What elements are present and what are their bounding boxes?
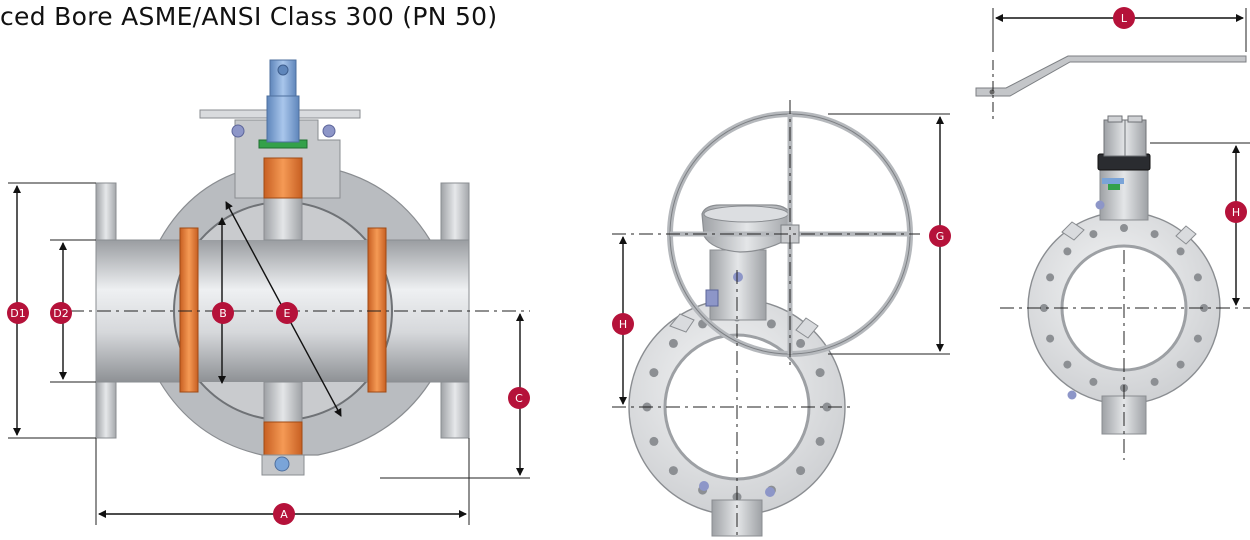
bolt-hole — [1089, 377, 1098, 386]
svg-text:E: E — [284, 307, 291, 320]
lifting-lug-right — [795, 317, 819, 339]
right-seat — [367, 227, 387, 393]
svg-text:D1: D1 — [10, 307, 25, 320]
marker-L: L — [1113, 7, 1135, 29]
svg-text:H: H — [619, 318, 627, 331]
bolt-hole — [815, 436, 825, 446]
marker-H-lever: H — [1225, 201, 1247, 223]
bolt-hole — [1176, 360, 1185, 369]
bolt-hole — [1150, 230, 1159, 239]
bolt-hole — [668, 466, 678, 476]
bottom-stem-bearing — [263, 421, 303, 457]
svg-text:L: L — [1121, 12, 1128, 25]
bolt-hole — [1040, 304, 1048, 312]
svg-text:A: A — [280, 508, 288, 521]
gear-operator-view — [612, 100, 950, 540]
lever-lug-right — [1175, 225, 1197, 245]
bottom-trunnion — [263, 381, 303, 425]
top-stem-bearing — [263, 157, 303, 199]
bolt-hole — [1150, 377, 1159, 386]
marker-C: C — [508, 387, 530, 409]
drain-plug — [274, 456, 290, 472]
marker-D1: D1 — [7, 302, 29, 324]
marker-D2: D2 — [50, 302, 72, 324]
marker-B: B — [212, 302, 234, 324]
marker-A: A — [273, 503, 295, 525]
dimension-markers: D1 D2 B E C A H G L H — [7, 7, 1247, 525]
bolt-hole — [1089, 230, 1098, 239]
top-trunnion — [263, 195, 303, 241]
svg-text:D2: D2 — [53, 307, 68, 320]
marker-G: G — [929, 225, 951, 247]
gearbox-neck — [709, 249, 767, 321]
bolt-hole — [1176, 247, 1185, 256]
bolt-hole — [1193, 334, 1202, 343]
marker-E: E — [276, 302, 298, 324]
bolt-hole — [796, 466, 806, 476]
lever-lug-left — [1061, 221, 1085, 241]
lever-view-neck — [1099, 167, 1149, 221]
left-seat — [179, 227, 199, 393]
lever-view-bolt-circle — [1040, 224, 1208, 392]
lever-operator-view — [975, 8, 1250, 460]
page-title: ced Bore ASME/ANSI Class 300 (PN 50) — [0, 2, 498, 31]
stem-top — [269, 59, 297, 97]
stem-upper — [266, 95, 300, 143]
bolt-hole — [1046, 334, 1055, 343]
stem-bolt — [277, 64, 289, 76]
cross-section-view — [8, 59, 530, 525]
bolt-hole — [1120, 224, 1128, 232]
bolt-hole — [766, 319, 776, 329]
svg-text:C: C — [515, 392, 523, 405]
svg-text:G: G — [936, 230, 945, 243]
lever-handle — [975, 55, 1247, 97]
bolt-hole — [649, 368, 659, 378]
bonnet-bolt-right — [322, 124, 336, 138]
bolt-hole — [668, 338, 678, 348]
bolt-hole — [649, 436, 659, 446]
svg-text:B: B — [219, 307, 227, 320]
bolt-hole — [822, 402, 832, 412]
bolt-hole — [815, 368, 825, 378]
bolt-hole — [1063, 247, 1072, 256]
bonnet-bolt-left — [231, 124, 245, 138]
lifting-lug-left — [669, 313, 695, 333]
svg-text:H: H — [1232, 206, 1240, 219]
bolt-hole — [796, 338, 806, 348]
bolt-hole — [1063, 360, 1072, 369]
bolt-hole — [1200, 304, 1208, 312]
marker-H-gear: H — [612, 313, 634, 335]
bolt-hole — [1193, 273, 1202, 282]
bolt-hole — [1046, 273, 1055, 282]
